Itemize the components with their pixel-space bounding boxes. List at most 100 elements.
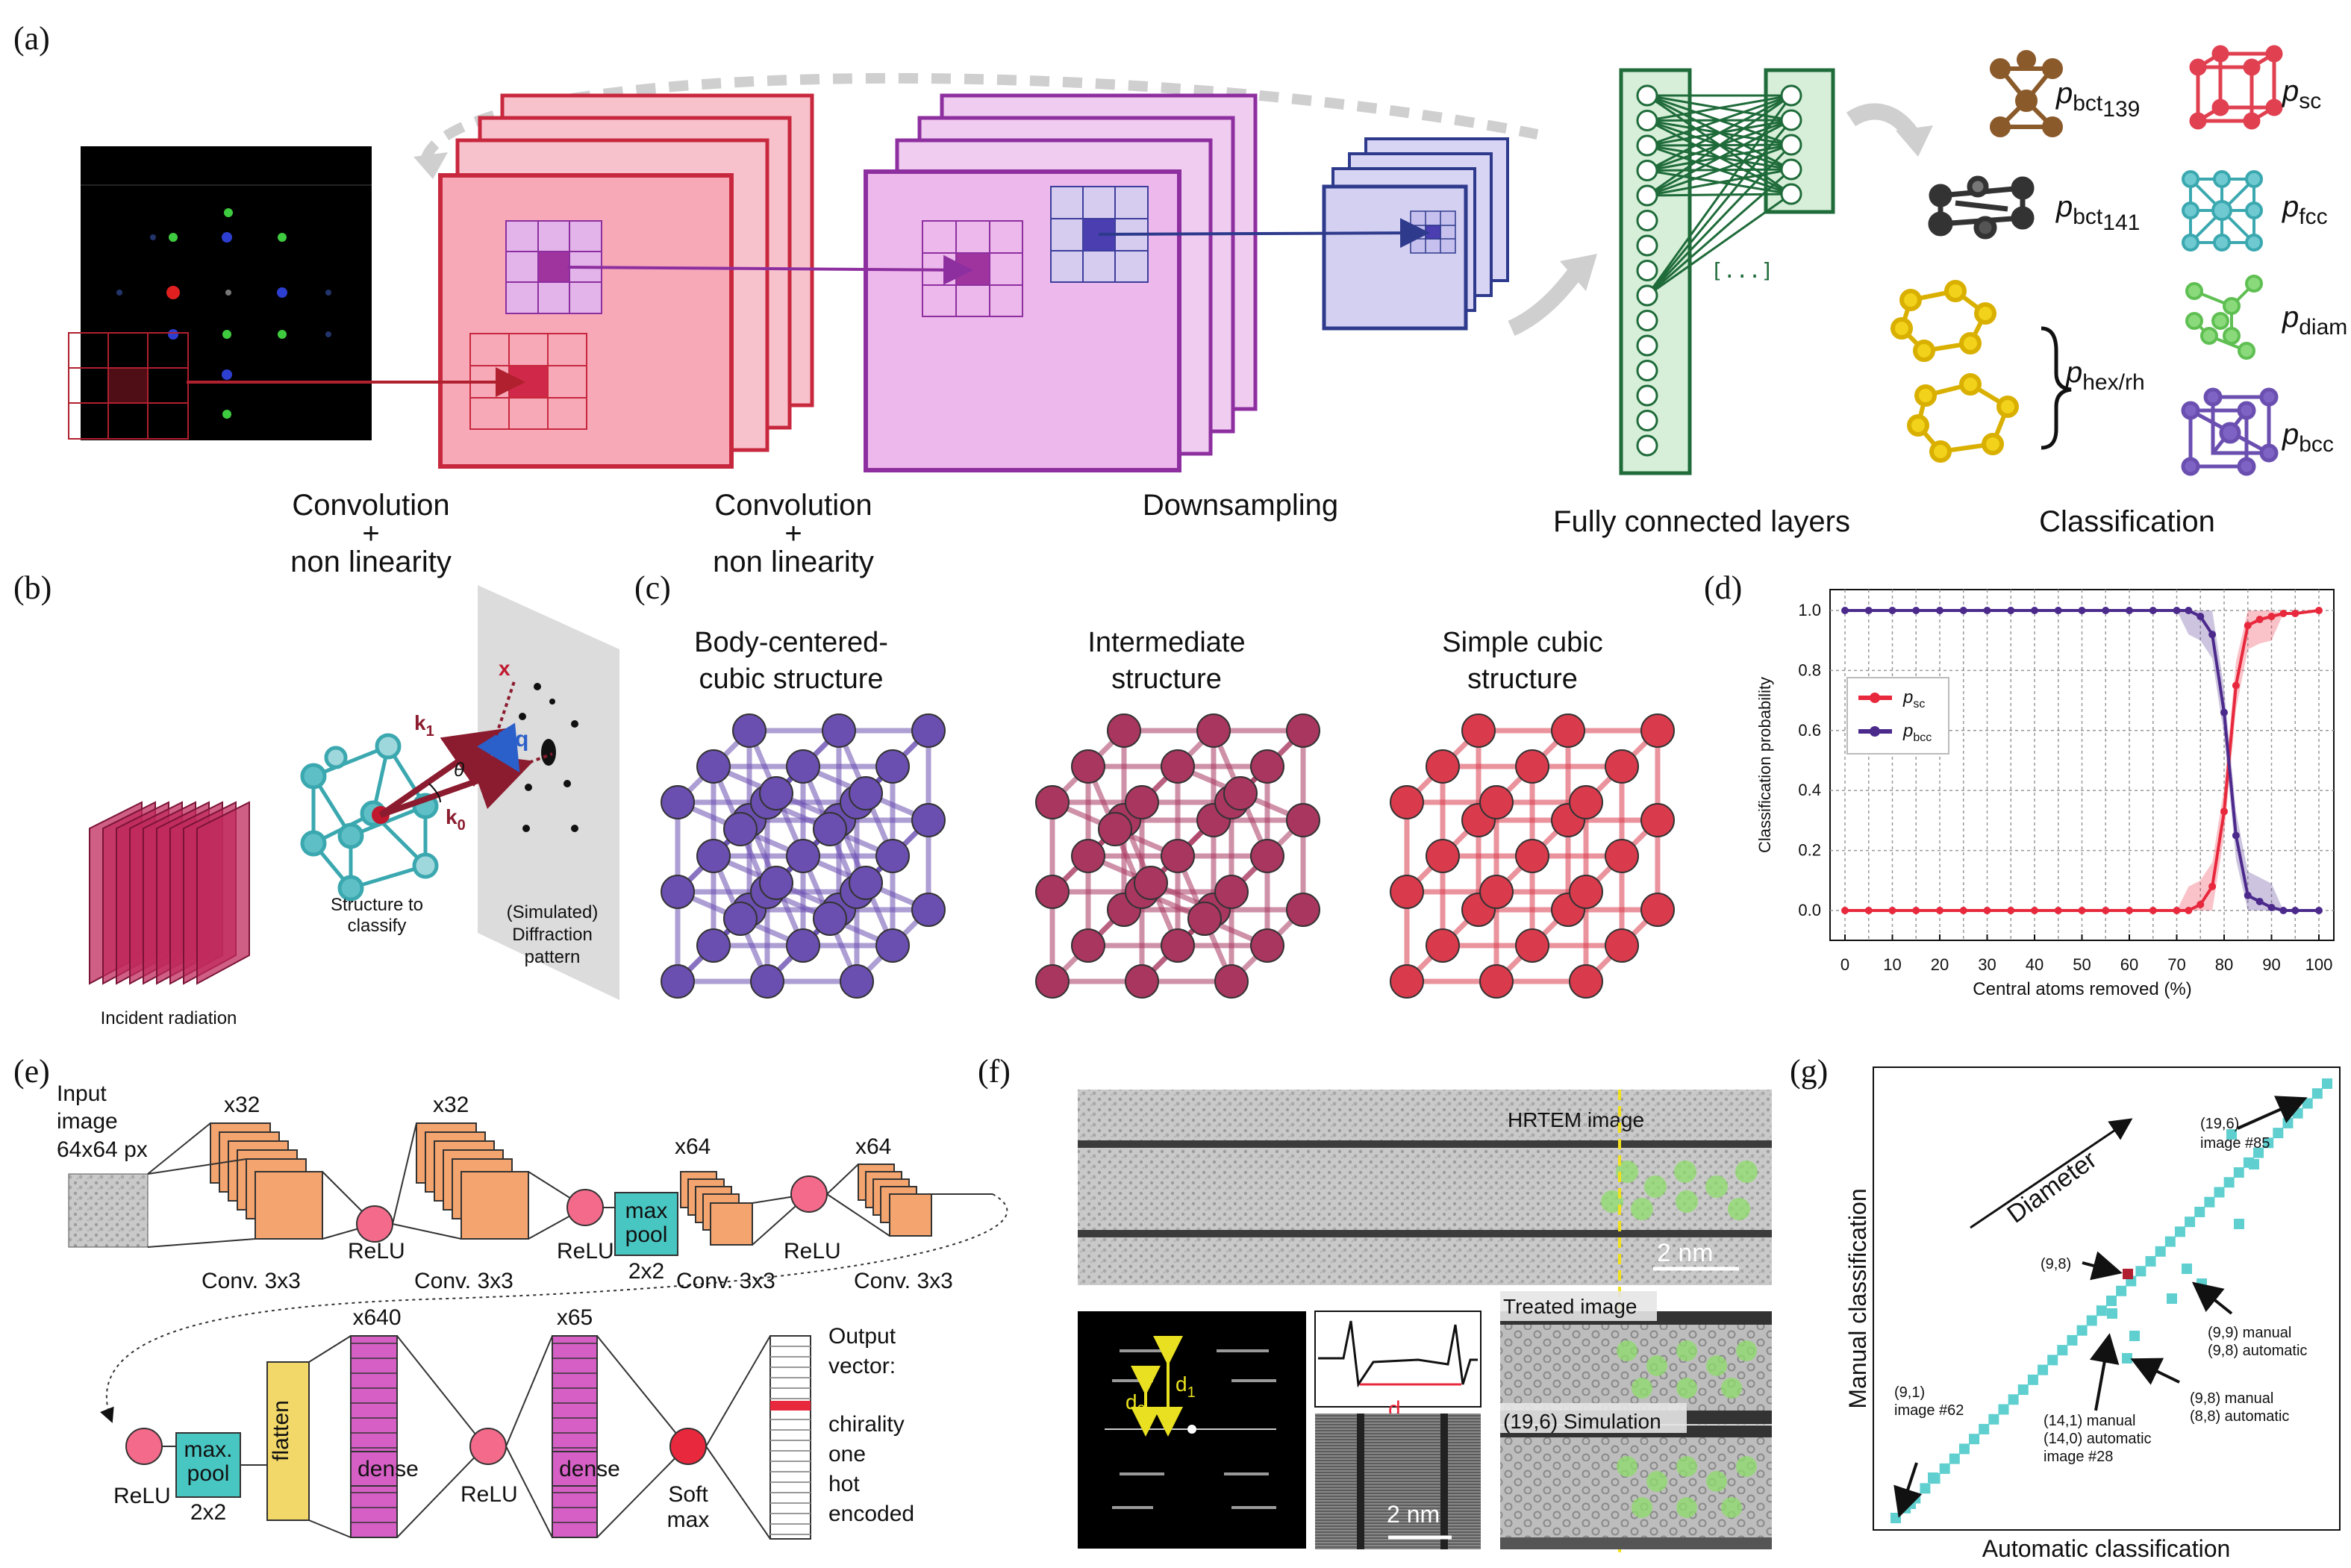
fc-node-left [1636, 260, 1658, 281]
svg-text:dense: dense [358, 1457, 419, 1481]
svg-text:(9,8): (9,8) [2041, 1256, 2071, 1272]
fc-node-left [1636, 410, 1658, 431]
svg-text:pattern: pattern [525, 947, 581, 967]
class-label-pbct139: pbct139 [2055, 77, 2140, 122]
phex-structure-icon [1891, 280, 2019, 463]
series-point-sc [2185, 907, 2193, 914]
lattice-atom [840, 964, 874, 999]
svg-text:ReLU: ReLU [113, 1484, 171, 1508]
y-tick-label: 0.2 [1798, 841, 1821, 860]
series-point-bcc [2220, 708, 2228, 716]
fc-node-right [1780, 134, 1802, 156]
svg-text:(14,1) manual: (14,1) manual [2044, 1413, 2135, 1429]
lattice-center-atom [1134, 866, 1168, 900]
svg-text:image: image [57, 1109, 118, 1134]
arrow-fc-to-classes [1846, 103, 1917, 138]
classification-point [2322, 1078, 2332, 1089]
classification-point [2129, 1331, 2140, 1341]
lattice-atom [1515, 749, 1549, 784]
class-label-pbct141: pbct141 [2055, 190, 2140, 235]
lattice-center-atom [813, 812, 847, 846]
svg-text:2x2: 2x2 [190, 1500, 226, 1525]
svg-text:ReLU: ReLU [557, 1239, 614, 1264]
class-icons [1891, 45, 2283, 476]
series-point-sc [2315, 607, 2323, 614]
svg-text:ReLU: ReLU [460, 1482, 518, 1507]
classification-point [2282, 1117, 2294, 1128]
panel-e-input: Input image 64x64 px [57, 1081, 149, 1248]
treated-label: Treated image [1503, 1295, 1637, 1318]
dense-layer-1 [350, 1335, 398, 1538]
lattice-atom [696, 928, 731, 963]
series-point-bcc [1864, 607, 1873, 614]
svg-text:x64: x64 [675, 1134, 711, 1159]
y-tick-label: 0.0 [1798, 901, 1821, 919]
x-tick-label: 0 [1840, 955, 1849, 974]
series-point-sc [2031, 907, 2038, 914]
fc-node-left [1636, 160, 1658, 181]
series-point-sc [2078, 907, 2086, 914]
fc-node-left [1636, 360, 1658, 381]
lattice-atom [1161, 928, 1195, 963]
classification-point [2008, 1394, 2019, 1405]
series-point-sc [1912, 907, 1920, 914]
fc-node-left [1636, 384, 1658, 407]
classification-point [2107, 1308, 2117, 1319]
classification-point [2076, 1325, 2088, 1336]
x-tick-label: 90 [2262, 955, 2280, 974]
series-point-sc [2197, 900, 2205, 908]
fc-node-left [1636, 210, 1658, 231]
classification-point [2234, 1219, 2244, 1229]
lattice-atom [1250, 839, 1284, 873]
chart-ylabel: Classification probability [1755, 677, 1774, 853]
conv-block-1 [210, 1122, 323, 1240]
lattice-center-atom [849, 776, 883, 810]
arrow-conv1-to-conv2 [566, 254, 973, 285]
chart-xlabel: Central atoms removed (%) [1973, 979, 2191, 999]
lattice-atom [1214, 964, 1249, 999]
panel-label-d: (d) [1704, 569, 1742, 606]
series-point-bcc [2126, 607, 2133, 614]
simulation-image: (19,6) Simulation [1500, 1403, 1772, 1549]
conv-block-2 [416, 1122, 529, 1240]
svg-text:non linearity: non linearity [290, 546, 452, 578]
classification-point [2223, 1177, 2235, 1188]
panel-label-a: (a) [13, 20, 50, 57]
classification-point [1949, 1453, 1960, 1464]
lattice-atom [1515, 839, 1549, 873]
series-point-sc [2007, 907, 2015, 914]
lattice-atom [1161, 749, 1195, 784]
svg-text:x32: x32 [433, 1093, 469, 1117]
fc-node-right [1780, 183, 1802, 205]
svg-text:64x64 px: 64x64 px [57, 1137, 148, 1162]
classification-point [2292, 1108, 2303, 1119]
y-tick-label: 1.0 [1798, 601, 1821, 619]
lattice-center-atom [849, 866, 883, 900]
treated-image: Treated image [1500, 1291, 1772, 1425]
svg-text:dense: dense [559, 1457, 620, 1481]
svg-text:Downsampling: Downsampling [1143, 489, 1338, 522]
series-point-sc [1936, 907, 1943, 914]
fc-node-right [1780, 158, 1802, 181]
svg-text:image #28: image #28 [2044, 1449, 2113, 1465]
conv1-feature-stack [438, 93, 814, 469]
fully-connected-network: [...] [1619, 68, 1835, 475]
svg-text:ReLU: ReLU [348, 1239, 405, 1264]
label-q: q [515, 727, 528, 752]
series-point-sc [2220, 808, 2228, 816]
fc-ellipsis: [...] [1711, 258, 1773, 283]
svg-text:(9,8) manual: (9,8) manual [2190, 1390, 2273, 1407]
hrtem-label: HRTEM image [1508, 1108, 1644, 1131]
svg-text:flatten: flatten [269, 1400, 293, 1461]
svg-text:2x2: 2x2 [628, 1259, 664, 1284]
lattice-center-atom [1098, 812, 1132, 846]
series-point-sc [2054, 907, 2062, 914]
series-point-sc [2267, 613, 2276, 621]
input-diffraction-image [68, 146, 372, 440]
lattice-atom [1426, 749, 1460, 784]
fc-node-left [1636, 234, 1658, 257]
svg-text:Simple cubic: Simple cubic [1442, 627, 1602, 658]
classification-point [2135, 1266, 2147, 1277]
intermediate-lattice [1035, 713, 1320, 999]
lattice-atom [750, 964, 784, 999]
